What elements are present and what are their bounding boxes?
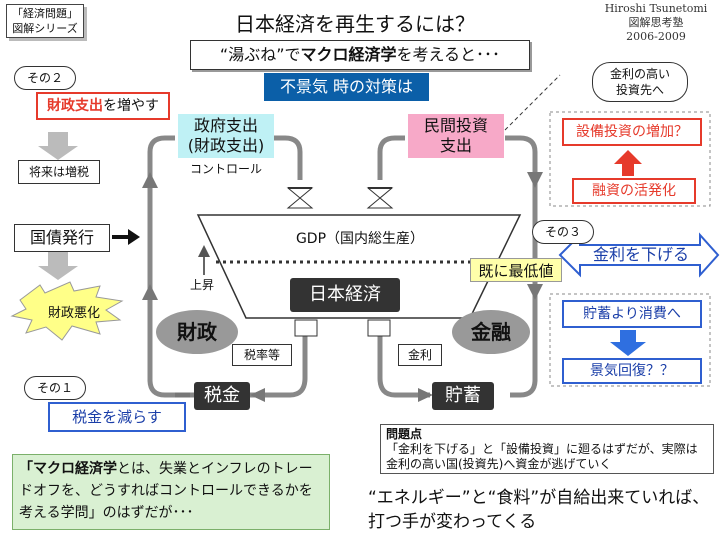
problem-note: 問題点 「金利を下げる」と「設備投資」に廻るはずだが、実際は金利の高い国(投資先… [380, 424, 714, 474]
spend-bold: 財政支出 [47, 98, 103, 114]
valve-gov [286, 187, 314, 209]
series-tag-line-2: 図解シリーズ [12, 22, 78, 35]
credit-org: 図解思考塾 [628, 16, 684, 29]
credit-author: Hiroshi Tsunetomi [604, 2, 708, 15]
label-sono3: その３ [532, 220, 594, 244]
arrow-into-tax [250, 388, 265, 402]
interest-tag: 金利 [398, 344, 442, 366]
arrow-down-right-2 [527, 284, 543, 300]
deficit-burst [10, 281, 124, 341]
rise-label: 上昇 [190, 278, 215, 292]
lower-rate-label: 金利を下げる [592, 245, 689, 264]
private-inv-sub: 支出 [439, 136, 472, 155]
japan-economy-box: 日本経済 [290, 278, 400, 312]
deficit-label: 財政悪化 [47, 306, 100, 321]
arrow-into-savings [418, 388, 433, 402]
savings-box: 貯蓄 [432, 382, 494, 410]
scroll-pre: “湯ぶね”で [219, 45, 301, 64]
finance-oval: 金融 [452, 310, 530, 354]
already-lowest-box: 既に最低値 [470, 258, 562, 282]
drain-tax [294, 319, 318, 337]
credit-years: 2006-2009 [626, 30, 686, 43]
high-yield-line-1: 金利の高い [609, 67, 670, 81]
gdp-label: GDP（国内総生産） [295, 231, 425, 247]
savings-pipe [377, 335, 430, 398]
gov-spending-box: 政府支出 (財政支出) [178, 114, 274, 158]
macro-note-rest: とは、失業とインフレのトレードオフを、どうすればコントロールできるかを考える学問… [19, 461, 313, 521]
financing-box: 融資の活発化 [572, 178, 696, 204]
arrow-financing-up [614, 150, 642, 176]
problem-heading: 問題点 [386, 427, 423, 441]
spend-rest: を増やす [103, 98, 159, 114]
bond-arrow [112, 229, 140, 245]
series-tag-line-1: 「経済問題」 [12, 7, 78, 20]
scroll-post: を考えると･･･ [396, 45, 501, 64]
tax-pipe [250, 335, 308, 398]
arrow-spend-to-tax [38, 132, 78, 160]
leak-dashed [504, 74, 561, 131]
conclusion-text: “エネルギー”と“食料”が自給出来ていれば、打つ手が変わってくる [368, 488, 710, 532]
right-group-2 [549, 293, 711, 387]
consume-box: 貯蓄より消費へ [562, 300, 702, 328]
credit: Hiroshi Tsunetomi 図解思考塾 2006-2009 [596, 2, 716, 44]
increase-spending-box: 財政支出を増やす [36, 92, 170, 120]
page-title: 日本経済を再生するには？ [235, 12, 475, 36]
series-tag: 「経済問題」 図解シリーズ [6, 4, 84, 38]
scroll-caption: “湯ぶね”でマクロ経済学を考えると･･･ [190, 40, 530, 70]
left-pipe-top [272, 135, 303, 180]
problem-body: 「金利を下げる」と「設備投資」に廻るはずだが、実際は金利の高い国(投資先)へ資金… [386, 442, 698, 471]
gov-spending-sub: (財政支出) [187, 136, 265, 155]
label-sono2: その２ [14, 66, 76, 90]
macro-note: 「マクロ経済学とは、失業とインフレのトレードオフを、どうすればコントロールできる… [12, 454, 330, 530]
macro-note-bold: 「マクロ経済学 [19, 461, 117, 477]
private-investment-box: 民間投資 支出 [408, 114, 504, 158]
arrow-consume-down [610, 330, 646, 356]
bond-box: 国債発行 [14, 224, 110, 252]
label-sono1: その１ [24, 376, 86, 400]
capex-up-box: 設備投資の増加？ [562, 118, 702, 146]
left-pipe [147, 135, 195, 398]
right-pipe-top [377, 135, 405, 180]
gov-spending-label: 政府支出 [193, 116, 258, 135]
valve-private [366, 187, 394, 209]
right-group-1 [549, 111, 711, 207]
private-inv-label: 民間投資 [423, 116, 488, 135]
high-yield-bubble: 金利の高い 投資先へ [592, 62, 688, 102]
cut-tax-box: 税金を減らす [48, 402, 186, 432]
recession-banner: 不景気 時の対策は [264, 73, 429, 101]
arrow-up-left-2 [142, 284, 158, 300]
arrow-down-right-1 [527, 172, 543, 188]
drain-savings [367, 319, 391, 337]
control-label: コントロール [190, 162, 263, 176]
tax-box: 税金 [194, 382, 250, 410]
arrow-bond-to-deficit [38, 252, 78, 280]
arrow-up-left-1 [142, 172, 158, 188]
fiscal-oval: 財政 [156, 310, 238, 354]
high-yield-line-2: 投資先へ [615, 83, 664, 97]
recovery-box: 景気回復？？ [562, 358, 702, 384]
scroll-bold: マクロ経済学 [300, 45, 397, 64]
tax-rate-tag: 税率等 [232, 344, 292, 366]
future-tax-box: 将来は増税 [18, 160, 100, 184]
